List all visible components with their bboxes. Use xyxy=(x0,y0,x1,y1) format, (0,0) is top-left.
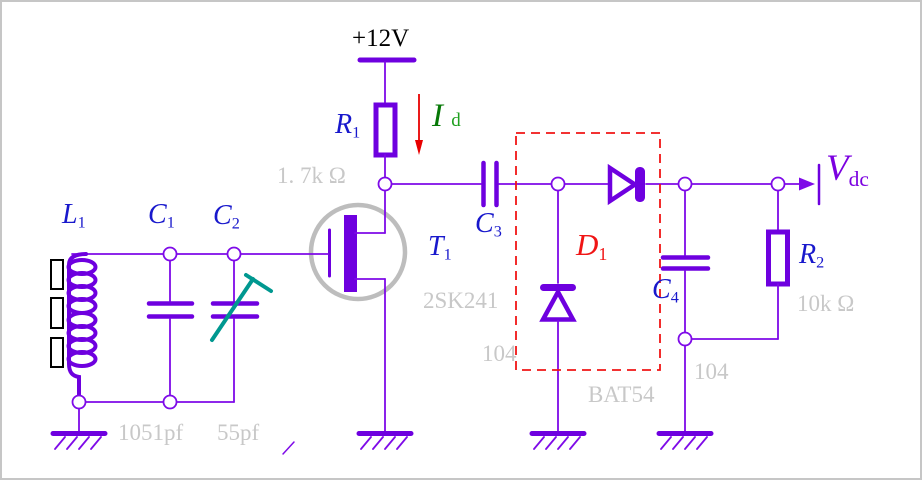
capacitor-c1-symbol xyxy=(146,259,195,397)
capacitor-c2-trimmer-symbol xyxy=(210,259,273,403)
capacitor-c4-symbol xyxy=(660,189,711,432)
label-c4: C4 xyxy=(652,274,679,307)
ground-d1-icon xyxy=(529,431,587,450)
current-arrow-icon xyxy=(415,94,423,155)
value-r1: 1. 7k Ω xyxy=(277,163,346,188)
diode-d1-shunt-symbol xyxy=(539,189,577,432)
label-r2: R2 xyxy=(799,239,825,272)
resistor-r1-symbol xyxy=(373,102,398,179)
bat54-dashed-box xyxy=(515,132,661,371)
wire-tank-bottom xyxy=(78,401,235,432)
label-t1: T1 xyxy=(428,231,452,264)
label-l1: L1 xyxy=(62,199,86,232)
vdc-terminal-icon xyxy=(799,163,821,206)
part-t1: 2SK241 xyxy=(423,288,499,313)
resistor-r2-symbol xyxy=(690,189,790,340)
label-c1: C1 xyxy=(148,199,175,232)
value-c4: 104 xyxy=(694,359,729,384)
diode-d1-series-symbol xyxy=(607,163,645,206)
part-d1: BAT54 xyxy=(588,382,655,407)
value-c3: 104 xyxy=(482,341,517,366)
label-r1: R1 xyxy=(335,109,361,142)
label-d1: D1 xyxy=(576,227,608,265)
power-rail-icon xyxy=(357,57,417,107)
label-c2: C2 xyxy=(213,200,240,233)
transistor-t1-body xyxy=(308,202,408,302)
value-r2: 10k Ω xyxy=(797,291,855,316)
ground-source-icon xyxy=(356,431,414,450)
label-id-current: I d xyxy=(432,98,461,134)
label-c3: C3 xyxy=(475,208,502,241)
value-c1: 1051pf xyxy=(118,420,184,445)
stray-slash-mark xyxy=(282,441,295,455)
capacitor-c3-symbol xyxy=(481,160,499,208)
node-dots xyxy=(71,176,786,410)
ground-c4-icon xyxy=(656,431,714,450)
l1-core-marks-icon xyxy=(50,259,64,368)
value-c2: 55pf xyxy=(217,420,260,445)
transistor-t1-symbol xyxy=(328,190,386,432)
ground-l1-icon xyxy=(50,431,108,450)
label-vdc-output: Vdc xyxy=(826,148,869,191)
inductor-l1-symbol xyxy=(66,252,98,398)
supply-voltage-label: +12V xyxy=(352,25,410,52)
